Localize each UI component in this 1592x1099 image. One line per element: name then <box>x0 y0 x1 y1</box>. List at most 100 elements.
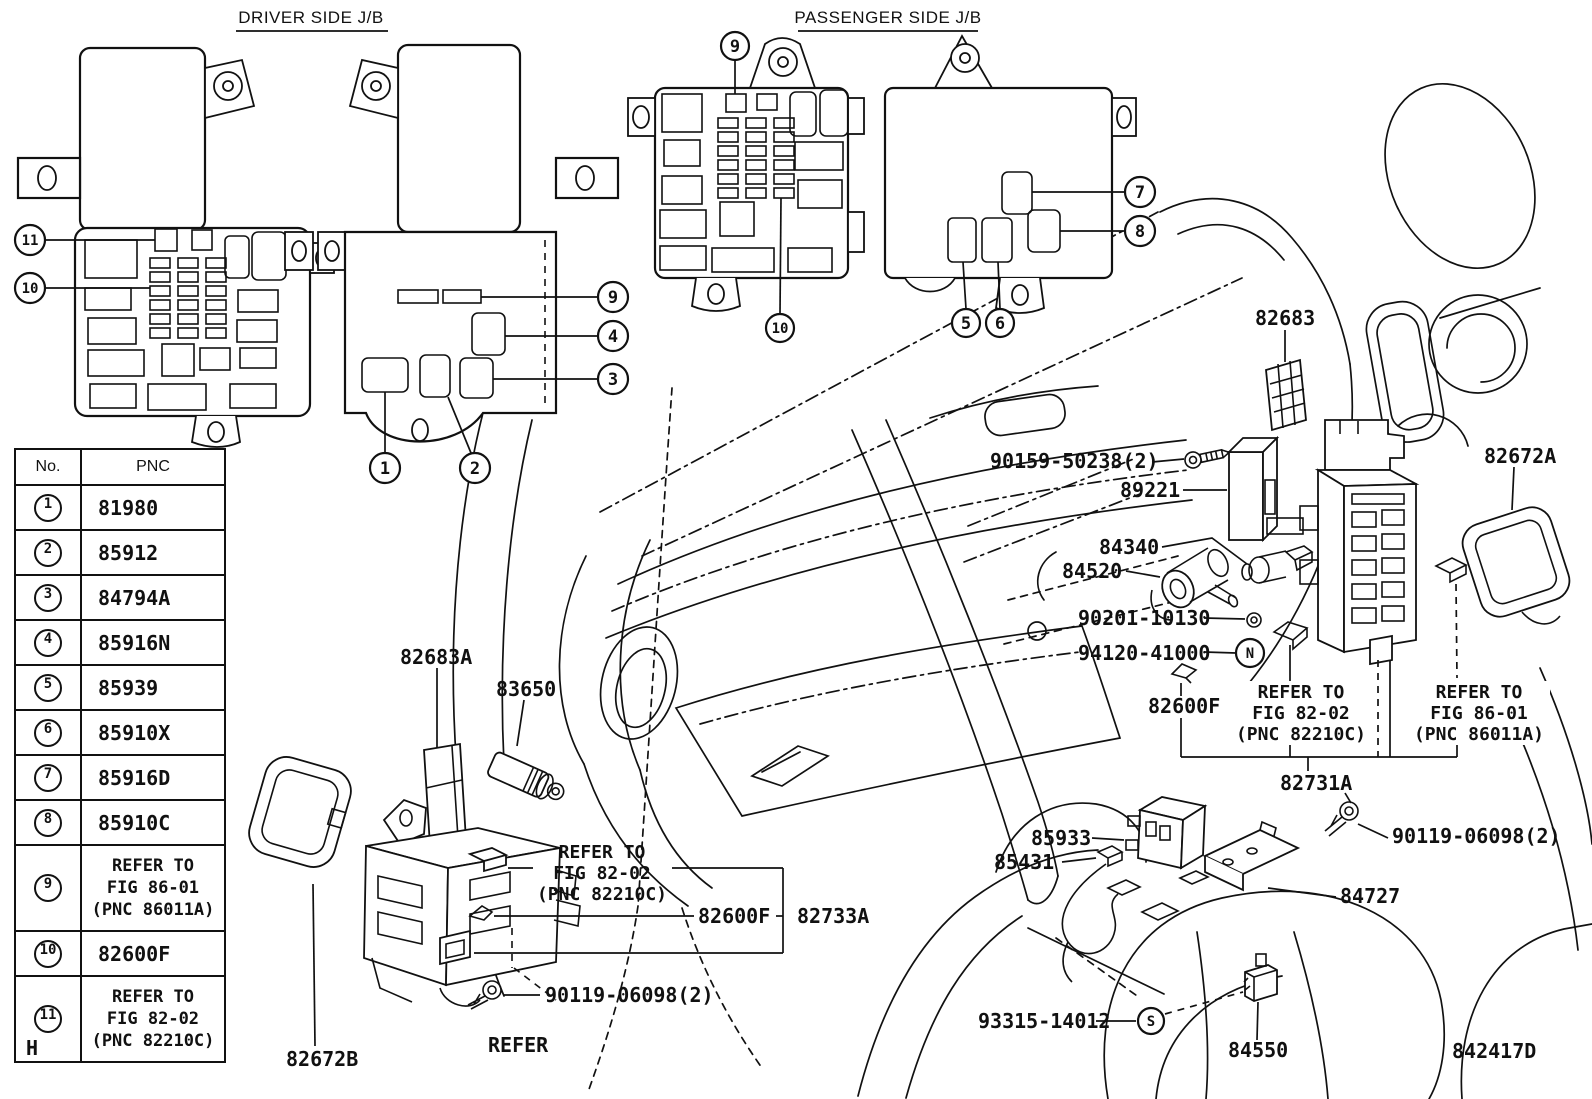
svg-text:85933: 85933 <box>1031 826 1091 850</box>
callout-1: 1 <box>368 392 402 485</box>
pnc-value: 85939 <box>98 675 159 700</box>
part-94120-nut: 94120-41000 N <box>1078 637 1266 669</box>
callout-10-passenger: 10 <box>764 197 796 344</box>
pnc-value: 85916D <box>98 765 171 790</box>
svg-text:82733A: 82733A <box>797 904 869 928</box>
part-84520-cylinder: 84520 <box>1062 547 1239 621</box>
svg-text:FIG 82-02: FIG 82-02 <box>1252 703 1350 724</box>
row-number-badge: 1 <box>34 493 62 522</box>
svg-text:90119-06098(2): 90119-06098(2) <box>545 983 714 1007</box>
svg-text:93315-14012: 93315-14012 <box>978 1009 1110 1033</box>
row-number-badge: 3 <box>34 583 62 612</box>
callout-8: 8 <box>1060 214 1157 248</box>
driver-jb-rear-view <box>284 43 620 443</box>
svg-text:82672B: 82672B <box>286 1047 358 1071</box>
driver-jb-section: DRIVER SIDE J/B <box>13 8 630 485</box>
part-82600f-left: 82600F 82733A <box>468 904 869 928</box>
label-refer: REFER <box>488 1033 549 1057</box>
svg-text:82600F: 82600F <box>698 904 770 928</box>
pnc-value: REFER TO FIG 86-01 (PNC 86011A) <box>91 855 215 921</box>
part-82600f-right: 82600F <box>1144 663 1226 757</box>
junction-block-82731a <box>1299 419 1420 757</box>
refer-fig8202-left: REFER TO FIG 82-02 (PNC 82210C) <box>474 842 784 954</box>
svg-text:89221: 89221 <box>1120 478 1180 502</box>
part-83650-lighter: 83650 <box>487 677 565 801</box>
callout-4: 4 <box>505 319 630 353</box>
svg-text:84340: 84340 <box>1099 535 1159 559</box>
row-number-badge: 5 <box>34 673 62 702</box>
passenger-jb-section: PASSENGER SIDE J/B <box>627 8 1157 344</box>
svg-text:FIG 82-02: FIG 82-02 <box>553 863 651 884</box>
page-mark: H <box>26 1036 39 1060</box>
svg-text:9: 9 <box>730 37 740 57</box>
svg-text:N: N <box>1246 646 1254 662</box>
svg-text:6: 6 <box>995 314 1005 334</box>
svg-text:82683A: 82683A <box>400 645 472 669</box>
part-84340-switch: 84340 <box>1099 535 1314 584</box>
svg-text:90159-50238(2): 90159-50238(2) <box>990 449 1159 473</box>
part-90119-left: 90119-06098(2) <box>467 980 714 1010</box>
svg-text:10: 10 <box>772 321 789 337</box>
pnc-value: 85912 <box>98 540 159 565</box>
part-85431: 85431 <box>994 845 1210 983</box>
svg-text:2: 2 <box>470 459 480 479</box>
table-row: 4 85916N <box>16 619 224 664</box>
svg-text:94120-41000: 94120-41000 <box>1078 641 1210 665</box>
row-number-badge: 7 <box>34 763 62 792</box>
callout-6: 6 <box>984 261 1016 339</box>
passenger-jb-title: PASSENGER SIDE J/B <box>794 8 981 27</box>
svg-text:7: 7 <box>1135 183 1145 203</box>
refer-fig8202-right: REFER TO FIG 82-02 (PNC 82210C) <box>1233 621 1371 757</box>
part-82672b: 82672B <box>248 756 358 1071</box>
callout-2: 2 <box>447 396 492 485</box>
svg-text:85431: 85431 <box>994 850 1054 874</box>
callout-9-driver: 9 <box>481 280 630 314</box>
callout-3: 3 <box>493 362 630 396</box>
svg-text:84727: 84727 <box>1340 884 1400 908</box>
svg-text:11: 11 <box>22 233 39 249</box>
driver-jb-front-view <box>16 46 335 448</box>
row-number-badge: 10 <box>34 939 62 968</box>
callout-5: 5 <box>950 261 982 339</box>
refer-fig8601-right: REFER TO FIG 86-01 (PNC 86011A) <box>1408 557 1550 757</box>
pnc-value: 85916N <box>98 630 171 655</box>
table-row: 9 REFER TO FIG 86-01 (PNC 86011A) <box>16 844 224 930</box>
pnc-value: REFER TO FIG 82-02 (PNC 82210C) <box>91 986 215 1052</box>
svg-text:82683: 82683 <box>1255 306 1315 330</box>
svg-text:84550: 84550 <box>1228 1038 1288 1062</box>
svg-text:9: 9 <box>608 288 618 308</box>
passenger-jb-front-view <box>627 37 865 312</box>
svg-text:(PNC 86011A): (PNC 86011A) <box>1414 724 1544 745</box>
part-93315: 93315-14012 S <box>978 991 1244 1036</box>
col-header-pnc: PNC <box>136 458 170 475</box>
table-row: 11 REFER TO FIG 82-02 (PNC 82210C) <box>16 975 224 1061</box>
drawing-number: 842417D <box>1452 1039 1536 1063</box>
callout-10-driver: 10 <box>13 271 150 305</box>
svg-text:S: S <box>1147 1014 1155 1030</box>
svg-text:10: 10 <box>22 281 39 297</box>
part-82672a: 82672A <box>1461 444 1571 625</box>
row-number-badge: 9 <box>34 874 62 902</box>
svg-text:REFER TO: REFER TO <box>559 842 646 863</box>
svg-text:90119-06098(2): 90119-06098(2) <box>1392 824 1561 848</box>
row-number-badge: 11 <box>34 1005 62 1033</box>
svg-text:1: 1 <box>380 459 390 479</box>
part-84727: 84727 <box>1202 820 1400 908</box>
callout-7: 7 <box>1032 175 1157 209</box>
pnc-value: 85910C <box>98 810 171 835</box>
part-90201-grommet: 90201-10130 <box>1078 606 1262 630</box>
part-89221-relay: 89221 <box>1120 435 1304 543</box>
svg-text:REFER TO: REFER TO <box>1258 682 1345 703</box>
svg-text:FIG 86-01: FIG 86-01 <box>1430 703 1528 724</box>
svg-text:3: 3 <box>608 370 618 390</box>
pnc-value: 85910X <box>98 720 171 745</box>
part-84550: 84550 <box>1228 953 1288 1062</box>
row-number-badge: 4 <box>34 628 62 657</box>
col-header-no: No. <box>16 450 82 484</box>
